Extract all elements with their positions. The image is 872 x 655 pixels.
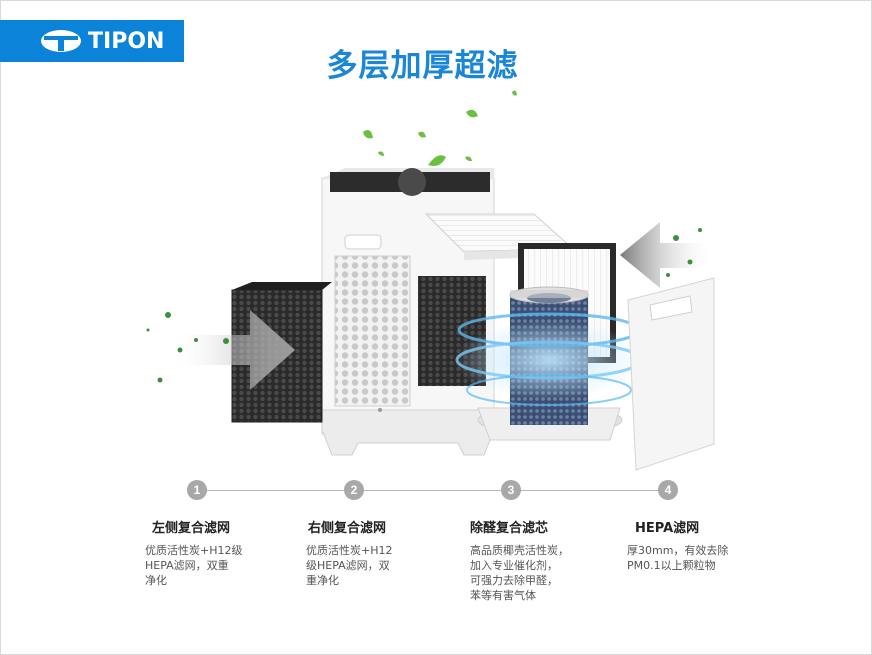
airflow-arrow-left bbox=[170, 310, 295, 390]
page-headline: 多层加厚超滤 bbox=[326, 48, 519, 84]
leaf-icon bbox=[363, 90, 517, 166]
brand-logo-icon bbox=[41, 30, 81, 52]
side-cover-panel bbox=[627, 277, 715, 471]
airflow-arrow-right bbox=[620, 222, 714, 288]
brand-name: TIPON bbox=[88, 28, 165, 54]
brand-logo-bar[interactable]: TIPON bbox=[0, 20, 184, 62]
particle-icon bbox=[146, 312, 229, 383]
particle-icon bbox=[666, 228, 702, 277]
aldehyde-filter-core bbox=[454, 286, 644, 441]
purifier-body bbox=[321, 168, 495, 456]
